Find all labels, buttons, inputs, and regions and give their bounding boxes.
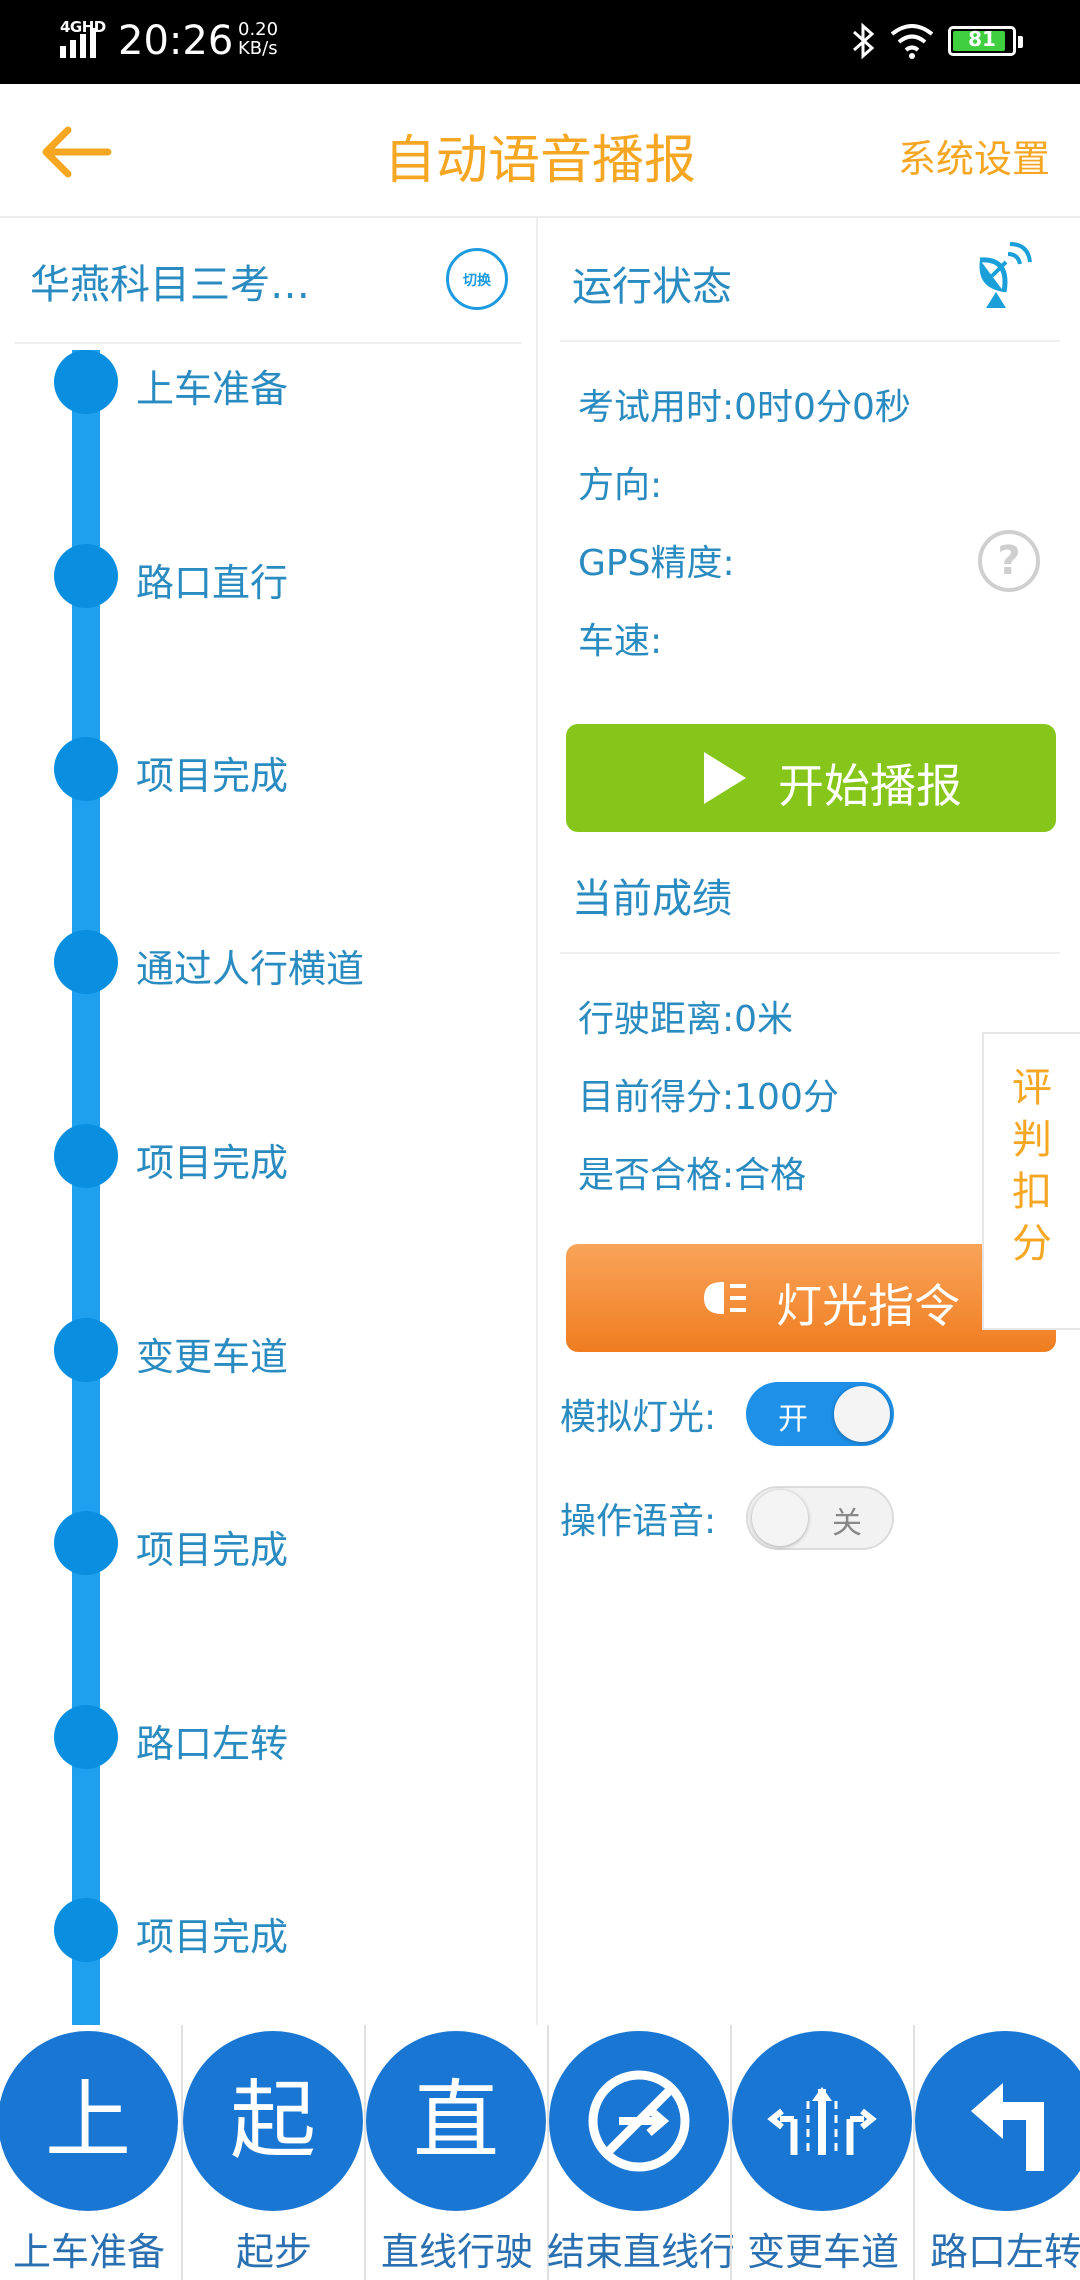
play-icon	[704, 752, 746, 804]
end-straight-icon	[588, 2070, 690, 2172]
deduction-tab[interactable]: 评 判 扣 分	[982, 1032, 1080, 1330]
toggle-knob	[834, 1386, 890, 1442]
simulate-light-toggle[interactable]: 开	[746, 1382, 894, 1446]
timeline-dot	[54, 930, 118, 994]
item-button[interactable]: 结束直线行驶	[547, 2025, 733, 2280]
item-glyph: 直	[366, 2031, 546, 2211]
net-speed-value: 0.20	[238, 19, 279, 40]
start-button-label: 开始播报	[778, 759, 962, 813]
page-title: 自动语音播报	[383, 131, 696, 191]
gps-accuracy: GPS精度:	[578, 543, 735, 584]
satellite-dish-icon	[979, 242, 1032, 308]
deduction-tab-label: 评 判 扣 分	[1012, 1065, 1052, 1267]
divider	[14, 342, 522, 344]
switch-route-button[interactable]: 切换	[446, 248, 508, 310]
route-panel: 华燕科目三考… 切换 上车准备 路口直行 项目完成 通过人行横道 项目完成 变更…	[0, 218, 538, 2025]
system-settings-button[interactable]: 系统设置	[897, 137, 1050, 181]
step-label: 通过人行横道	[136, 947, 365, 991]
step-label: 路口左转	[136, 1722, 289, 1766]
direction: 方向:	[578, 465, 663, 506]
item-glyph: 上	[0, 2031, 178, 2211]
timeline-dot	[54, 1318, 118, 1382]
item-glyph: 起	[183, 2031, 363, 2211]
item-label: 直线行驶	[380, 2230, 533, 2274]
headlight-icon	[704, 1282, 746, 1314]
item-button[interactable]: 路口左转	[913, 2025, 1080, 2280]
item-label: 起步	[235, 2230, 312, 2274]
start-broadcast-button[interactable]: 开始播报	[566, 724, 1056, 832]
item-label: 路口左转	[929, 2230, 1080, 2274]
step-label: 项目完成	[136, 1141, 289, 1185]
wifi-icon	[890, 24, 934, 59]
item-label: 上车准备	[12, 2230, 165, 2274]
operation-voice-label: 操作语音:	[560, 1501, 717, 1542]
help-icon[interactable]: ?	[978, 530, 1040, 592]
item-button[interactable]: 变更车道	[730, 2025, 912, 2280]
item-button[interactable]: 起 起步	[181, 2025, 363, 2280]
lane-change-icon	[767, 2087, 877, 2155]
status-bar: 4GHD 20:26 0.20 KB/s 81	[0, 0, 1080, 84]
net-speed-unit: KB/s	[238, 38, 278, 59]
light-command-button[interactable]: 灯光指令	[566, 1244, 1056, 1352]
step-label: 项目完成	[136, 1915, 289, 1959]
timeline-dot	[54, 1124, 118, 1188]
battery-percent: 81	[968, 27, 996, 51]
toggle-state: 开	[778, 1402, 808, 1437]
step-label: 上车准备	[136, 367, 289, 411]
running-status-title: 运行状态	[572, 264, 732, 310]
simulate-light-label: 模拟灯光:	[560, 1397, 717, 1438]
timeline-dot	[54, 1705, 118, 1769]
step-label: 变更车道	[136, 1335, 289, 1379]
net-speed: 0.20 KB/s	[238, 20, 278, 58]
divider	[560, 340, 1060, 342]
item-label: 结束直线行驶	[547, 2230, 733, 2274]
qualified-status: 是否合格:合格	[578, 1155, 807, 1196]
timeline-dot	[54, 350, 118, 414]
item-button[interactable]: 直 直线行驶	[364, 2025, 546, 2280]
step-label: 项目完成	[136, 1528, 289, 1572]
timeline-dot	[54, 1511, 118, 1575]
back-arrow-icon[interactable]	[38, 122, 112, 182]
clock: 20:26	[118, 18, 234, 64]
timeline-dot	[54, 1898, 118, 1962]
driving-distance: 行驶距离:0米	[578, 999, 794, 1040]
route-name[interactable]: 华燕科目三考…	[30, 262, 310, 308]
divider	[560, 952, 1060, 954]
bluetooth-icon	[853, 22, 875, 60]
app-bar: 自动语音播报 系统设置	[0, 84, 1080, 218]
timeline-dot	[54, 544, 118, 608]
current-score-title: 当前成绩	[572, 876, 732, 922]
toggle-knob	[752, 1490, 808, 1546]
current-score: 目前得分:100分	[578, 1077, 839, 1118]
timeline-dot	[54, 737, 118, 801]
light-button-label: 灯光指令	[776, 1279, 960, 1333]
exam-time: 考试用时:0时0分0秒	[578, 387, 911, 428]
battery-cap	[1018, 36, 1023, 48]
switch-label: 切换	[463, 273, 491, 289]
signal-icon	[60, 28, 96, 58]
vehicle-speed: 车速:	[578, 621, 663, 662]
battery-icon: 81	[948, 26, 1016, 56]
step-label: 项目完成	[136, 754, 289, 798]
operation-voice-toggle[interactable]: 关	[746, 1486, 894, 1550]
battery-level	[953, 31, 1005, 51]
toggle-state: 关	[832, 1506, 862, 1541]
item-label: 变更车道	[746, 2230, 899, 2274]
status-panel: 运行状态 考试用时:0时0分0秒 方向: GPS精度: ? 车速: 开始播报 当…	[540, 218, 1080, 2025]
left-turn-icon	[971, 2083, 1044, 2171]
item-button[interactable]: 上 上车准备	[0, 2025, 180, 2280]
step-label: 路口直行	[136, 561, 289, 605]
item-scroll-bar[interactable]: 上 上车准备 起 起步 直 直线行驶 结束直线行驶 变更车道	[0, 2025, 1080, 2280]
